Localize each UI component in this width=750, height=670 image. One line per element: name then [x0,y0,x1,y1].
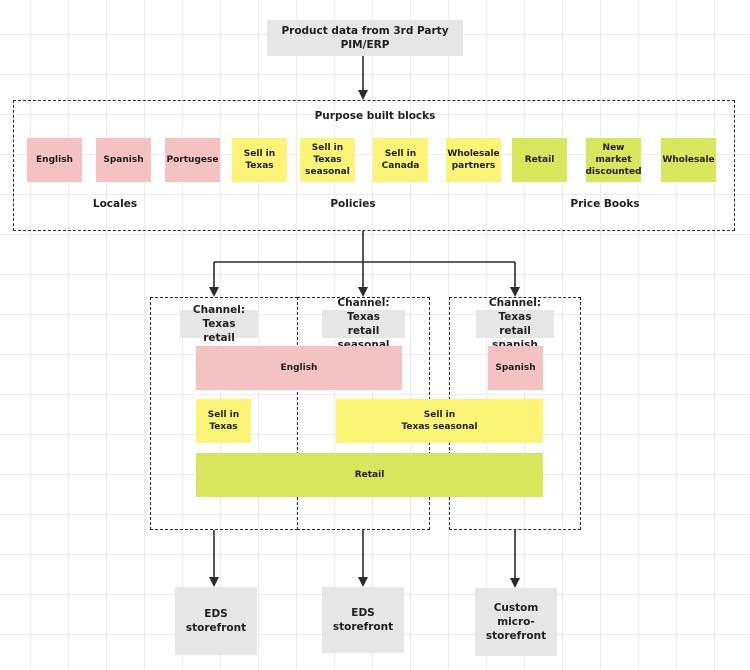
block-wholesale[interactable]: Wholesale [661,138,716,182]
block-sell-in-texas-seasonal-label: Sell in Texas seasonal [305,143,350,177]
block-new-market-discounted[interactable]: New market discounted [585,138,642,182]
block-retail[interactable]: Retail [512,138,567,182]
channel-title-texas-retail[interactable]: Channel: Texas retail [180,304,258,344]
block-wholesale-label: Wholesale [662,155,715,165]
block-portugese[interactable]: Portugese [165,138,220,182]
purpose-built-blocks-frame[interactable] [13,100,735,231]
block-sell-in-texas-label: Sell in Texas [243,149,276,171]
block-english[interactable]: English [27,138,82,182]
storefront-eds-2-label: EDS storefront [332,607,394,633]
channel-block-spanish-label: Spanish [495,363,536,373]
storefront-custom-micro[interactable]: Custom micro- storefront [475,588,557,656]
storefront-eds-1[interactable]: EDS storefront [175,587,257,655]
block-new-market-discounted-label: New market discounted [585,143,642,177]
block-sell-in-canada[interactable]: Sell in Canada [373,138,428,182]
channel-block-retail-label: Retail [354,470,385,480]
block-spanish-label: Spanish [103,155,144,165]
group-label-policies: Policies [303,196,403,212]
group-locales-text: Locales [92,198,138,210]
group-label-price-books: Price Books [555,196,655,212]
channel-block-sell-in-texas-label: Sell in Texas [207,410,240,432]
channel-block-sell-in-texas[interactable]: Sell in Texas [196,399,251,443]
source-label: Product data from 3rd Party PIM/ERP [281,25,449,51]
block-sell-in-canada-label: Sell in Canada [381,149,420,171]
block-english-label: English [36,155,73,165]
block-sell-in-texas[interactable]: Sell in Texas [232,138,287,182]
channel-block-retail[interactable]: Retail [196,453,543,497]
group-label-locales: Locales [65,196,165,212]
channel-block-sell-in-texas-seasonal-label: Sell in Texas seasonal [401,410,478,432]
channel-title-texas-retail-text: Channel: Texas retail [192,304,246,344]
group-policies-text: Policies [330,198,376,210]
source-node[interactable]: Product data from 3rd Party PIM/ERP [267,20,463,56]
channel-block-english[interactable]: English [196,346,402,390]
storefront-eds-1-label: EDS storefront [185,608,247,634]
block-sell-in-texas-seasonal[interactable]: Sell in Texas seasonal [300,138,355,182]
block-retail-label: Retail [524,155,555,165]
block-portugese-label: Portugese [166,155,219,165]
storefront-eds-2[interactable]: EDS storefront [322,587,404,653]
channel-block-spanish[interactable]: Spanish [488,346,543,390]
block-wholesale-partners[interactable]: Wholesale partners [446,138,501,182]
channel-block-sell-in-texas-seasonal[interactable]: Sell in Texas seasonal [336,399,543,443]
purpose-built-blocks-title: Purpose built blocks [270,108,480,124]
group-price-books-text: Price Books [570,198,640,210]
blocks-title-text: Purpose built blocks [314,110,436,122]
block-wholesale-partners-label: Wholesale partners [447,149,500,171]
block-spanish[interactable]: Spanish [96,138,151,182]
channel-block-english-label: English [280,363,318,373]
storefront-custom-micro-label: Custom micro- storefront [485,602,547,642]
